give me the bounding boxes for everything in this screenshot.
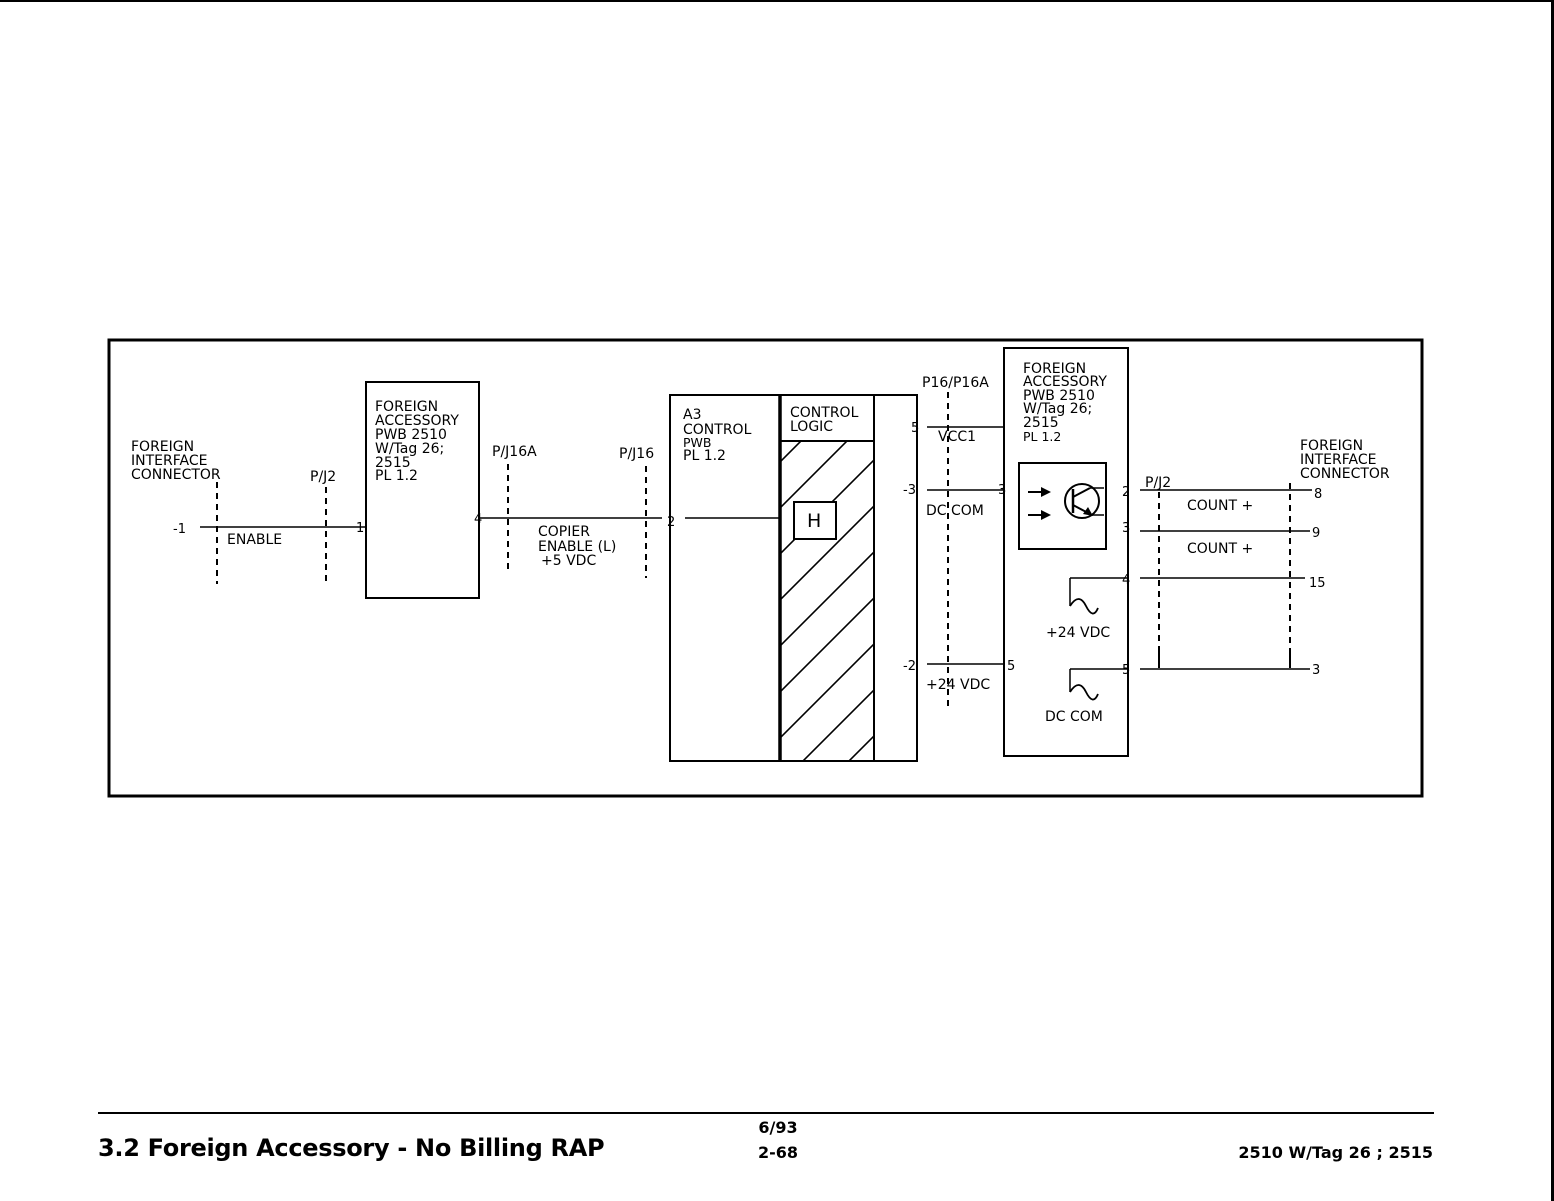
connector-p16-p16a: P16/P16A <box>922 375 989 391</box>
p16-connector-outline <box>874 394 918 762</box>
connector-pj2-right: P/J2 <box>1145 475 1171 491</box>
pin-o-2: 2 <box>1122 485 1130 500</box>
right-pwb-line-2: ACCESSORY <box>1023 374 1107 390</box>
page-right-edge <box>1551 0 1554 1201</box>
a3-line-1: A3 <box>683 407 701 423</box>
optocoupler <box>1018 462 1107 550</box>
enable-signal-label: ENABLE <box>227 532 282 548</box>
control-logic-line-1: CONTROL <box>790 405 859 421</box>
dc-com-ac-symbol <box>1069 684 1099 701</box>
pin-left-1: -1 <box>173 522 186 537</box>
connector-pj2-left: P/J2 <box>310 469 336 485</box>
control-logic-hatched-area <box>779 440 875 762</box>
a3-control-pwb-label: A3 CONTROL PWB PL 1.2 <box>683 407 752 464</box>
copier-enable-label: COPIER ENABLE (L) +5 VDC <box>538 524 616 569</box>
footer-model: 2510 W/Tag 26 ; 2515 <box>1238 1143 1433 1162</box>
diagram-frame <box>107 338 1424 798</box>
footer-page-number: 2-68 <box>757 1143 799 1162</box>
plus24-mid-signal-label: +24 VDC <box>926 677 990 693</box>
logic-gate-h-label: H <box>807 510 821 532</box>
left-pwb-line-2: ACCESSORY <box>375 413 459 429</box>
count-signal-label-2: COUNT + <box>1187 541 1253 557</box>
left-pwb-line-4: W/Tag 26; <box>375 441 444 457</box>
right-pwb-line-4: W/Tag 26; <box>1023 401 1092 417</box>
count-signal-label-1: COUNT + <box>1187 498 1253 514</box>
copier-enable-line-1: COPIER <box>538 524 590 540</box>
left-accessory-pwb-label: FOREIGN ACCESSORY PWB 2510 W/Tag 26; 251… <box>375 399 459 484</box>
led-arrows <box>1028 487 1051 520</box>
copier-enable-line-2: ENABLE (L) <box>538 539 616 555</box>
pin-p16-5: 5 <box>911 421 919 436</box>
left-connector-line-2: INTERFACE <box>131 453 207 469</box>
pin-c-3: 3 <box>1312 663 1320 678</box>
right-accessory-pwb-box <box>1003 347 1129 757</box>
right-connector-line-2: INTERFACE <box>1300 452 1376 468</box>
right-pwb-line-5: 2515 <box>1023 415 1059 431</box>
right-connector-line-1: FOREIGN <box>1300 438 1363 454</box>
right-accessory-pwb-label: FOREIGN ACCESSORY PWB 2510 W/Tag 26; 251… <box>1023 361 1107 444</box>
left-interface-connector-label: FOREIGN INTERFACE CONNECTOR <box>131 439 221 483</box>
pin-o-5: 5 <box>1122 663 1130 678</box>
left-accessory-pwb-box <box>365 381 480 599</box>
pin-pwb-1: 1 <box>356 521 364 536</box>
pin-p16-2: -2 <box>903 659 916 674</box>
page-top-edge <box>0 0 1554 2</box>
a3-line-4: PL 1.2 <box>683 448 726 464</box>
pin-pwb-4: 4 <box>474 512 482 527</box>
pin-c-15: 15 <box>1309 576 1326 591</box>
pin-r-5: 5 <box>1007 659 1015 674</box>
pin-r-3: 3 <box>998 483 1006 498</box>
connector-pj16a: P/J16A <box>492 444 537 460</box>
dc-com-signal-label: DC COM <box>926 503 984 519</box>
right-pwb-line-1: FOREIGN <box>1023 361 1086 377</box>
footer-date: 6/93 <box>758 1118 798 1137</box>
plus24-right-signal-label: +24 VDC <box>1046 625 1110 641</box>
left-pwb-line-3: PWB 2510 <box>375 427 447 443</box>
left-pwb-line-1: FOREIGN <box>375 399 438 415</box>
a3-line-3: PWB <box>683 435 711 450</box>
dc-com-right-signal-label: DC COM <box>1045 709 1103 725</box>
right-interface-connector-label: FOREIGN INTERFACE CONNECTOR <box>1300 438 1390 482</box>
left-pwb-line-6: PL 1.2 <box>375 468 418 484</box>
pin-p16-3: -3 <box>903 483 916 498</box>
left-pwb-line-5: 2515 <box>375 455 411 471</box>
connector-pj16: P/J16 <box>619 446 654 462</box>
footer-section-title: 3.2 Foreign Accessory - No Billing RAP <box>98 1134 605 1162</box>
plus24-ac-symbol <box>1069 598 1099 615</box>
pin-o-4: 4 <box>1122 573 1130 588</box>
right-connector-line-3: CONNECTOR <box>1300 466 1390 482</box>
footer-rule <box>98 1112 1434 1114</box>
phototransistor-icon <box>1064 483 1100 519</box>
control-logic-line-2: LOGIC <box>790 419 833 435</box>
a3-line-2: CONTROL <box>683 422 752 438</box>
right-pwb-line-6: PL 1.2 <box>1023 429 1061 444</box>
logic-gate-h-box <box>793 501 837 540</box>
pin-a3-2: 2 <box>667 515 675 530</box>
copier-enable-line-3: +5 VDC <box>541 553 596 569</box>
optocoupler-box <box>1018 462 1107 550</box>
left-connector-line-3: CONNECTOR <box>131 467 221 483</box>
pin-c-9: 9 <box>1312 526 1320 541</box>
pin-c-8: 8 <box>1314 487 1322 502</box>
pin-o-3: 3 <box>1122 521 1130 536</box>
left-connector-line-1: FOREIGN <box>131 439 194 455</box>
vcc1-signal-label: VCC1 <box>938 429 976 445</box>
right-pwb-line-3: PWB 2510 <box>1023 388 1095 404</box>
